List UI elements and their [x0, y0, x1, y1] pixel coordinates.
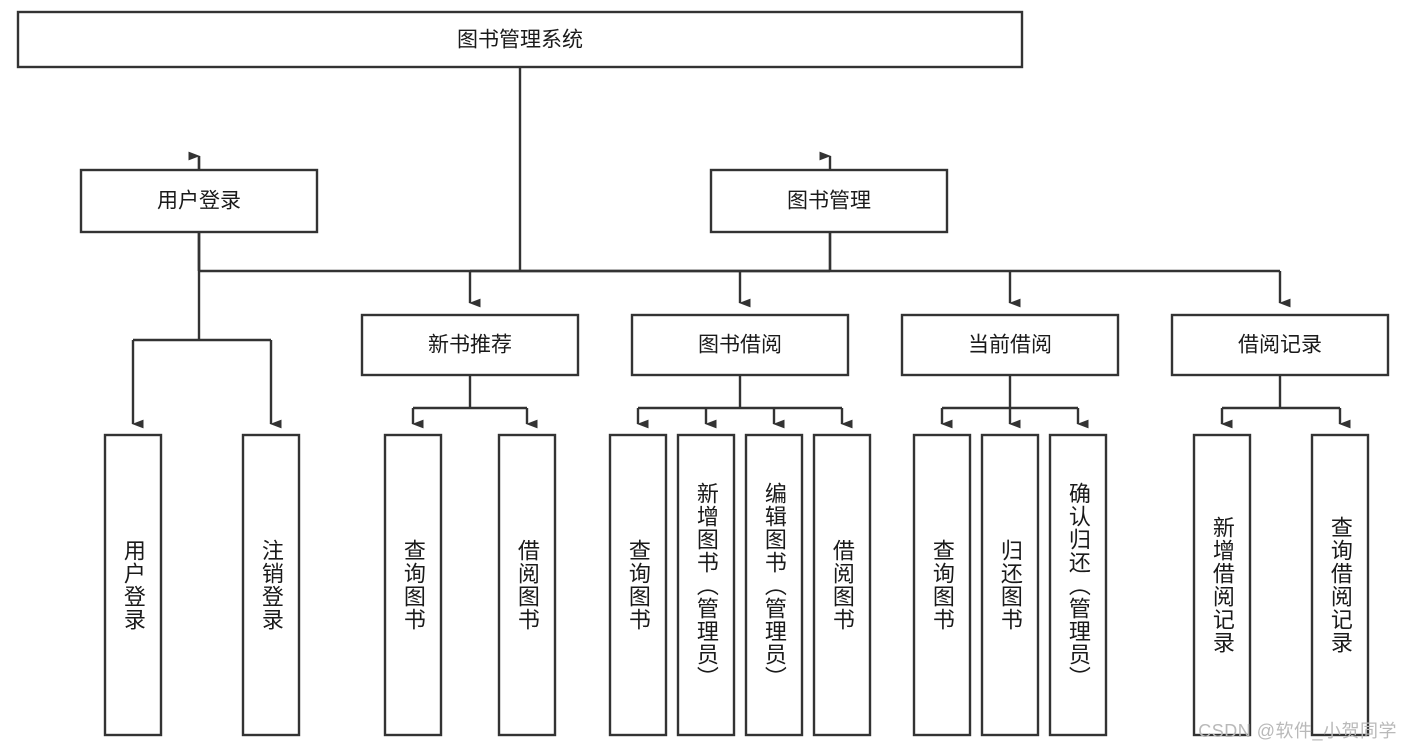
leaf-borrow-record-0-box[interactable]	[1192, 433, 1252, 737]
leaf-current-borrow-2-label: 确认归还（管理员）	[1065, 481, 1091, 689]
leaf-borrow-record-1-label: 查询借阅记录	[1327, 516, 1353, 654]
node-new-book-recommend-box[interactable]	[360, 313, 580, 377]
node-current-borrow-box[interactable]	[900, 313, 1120, 377]
node-new-book-recommend-label: 新书推荐	[428, 334, 512, 357]
leaf-current-borrow-2-box[interactable]	[1048, 433, 1108, 737]
leaf-user-login-1-label: 注销登录	[258, 539, 284, 631]
leaf-new-book-1-box[interactable]	[497, 433, 557, 737]
csdn-watermark: CSDN @软件_小贺同学	[1198, 721, 1397, 741]
node-book-manage-box[interactable]	[709, 168, 949, 234]
leaf-current-borrow-0-box[interactable]	[912, 433, 972, 737]
connector-current-borrow-children	[940, 375, 1089, 429]
connector-borrow-record-children	[1220, 375, 1351, 429]
node-book-manage-label: 图书管理	[787, 190, 871, 213]
leaf-user-login-0-box[interactable]	[103, 433, 163, 737]
leaf-new-book-1-label: 借阅图书	[514, 539, 540, 631]
leaf-new-book-0-box[interactable]	[383, 433, 443, 737]
node-book-borrow-box[interactable]	[630, 313, 850, 377]
leaf-book-borrow-3-label: 借阅图书	[829, 539, 855, 631]
node-user-login-label: 用户登录	[157, 190, 241, 213]
leaf-user-login-1-box[interactable]	[241, 433, 301, 737]
node-root-box[interactable]	[16, 10, 1024, 69]
connector-book-manage-children	[468, 232, 1291, 308]
node-borrow-record-box[interactable]	[1170, 313, 1390, 377]
leaf-book-borrow-2-box[interactable]	[744, 433, 804, 737]
node-user-login-box[interactable]	[79, 168, 319, 234]
connector-book-borrow-children	[636, 375, 853, 429]
leaf-borrow-record-0-label: 新增借阅记录	[1209, 516, 1235, 654]
connector-user-login-children	[131, 232, 282, 429]
leaf-new-book-0-label: 查询图书	[400, 539, 426, 631]
node-book-borrow-label: 图书借阅	[698, 334, 782, 357]
leaf-book-borrow-0-label: 查询图书	[625, 539, 651, 631]
node-borrow-record-label: 借阅记录	[1238, 334, 1322, 357]
leaf-current-borrow-1-label: 归还图书	[997, 539, 1023, 631]
leaf-current-borrow-0-label: 查询图书	[929, 539, 955, 631]
leaf-book-borrow-0-box[interactable]	[608, 433, 668, 737]
connector-new-book-children	[411, 375, 538, 429]
node-current-borrow-label: 当前借阅	[968, 334, 1052, 357]
leaf-current-borrow-1-box[interactable]	[980, 433, 1040, 737]
leaf-borrow-record-1-box[interactable]	[1310, 433, 1370, 737]
leaf-book-borrow-2-label: 编辑图书（管理员）	[761, 481, 787, 689]
leaf-book-borrow-1-label: 新增图书（管理员）	[693, 481, 719, 689]
leaf-user-login-0-label: 用户登录	[120, 539, 146, 631]
leaf-book-borrow-1-box[interactable]	[676, 433, 736, 737]
leaf-book-borrow-3-box[interactable]	[812, 433, 872, 737]
node-root-label: 图书管理系统	[457, 29, 583, 52]
